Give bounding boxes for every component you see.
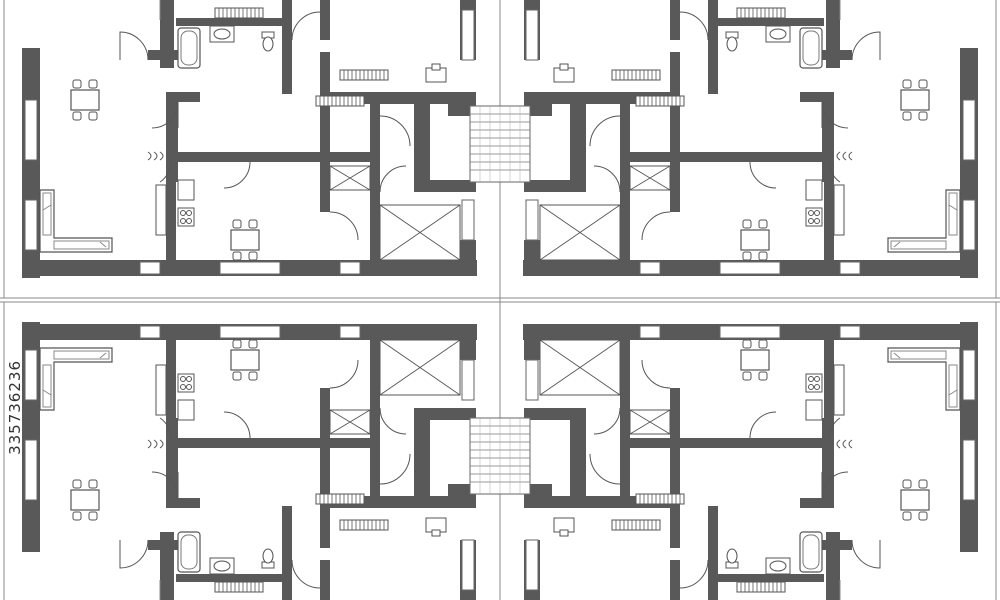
unit-top-left [0, 0, 500, 298]
unit-top-right [500, 0, 1000, 298]
watermark-id: 335736236 [6, 360, 24, 455]
unit-bottom-left [0, 302, 500, 600]
unit-bottom-right [500, 302, 1000, 600]
